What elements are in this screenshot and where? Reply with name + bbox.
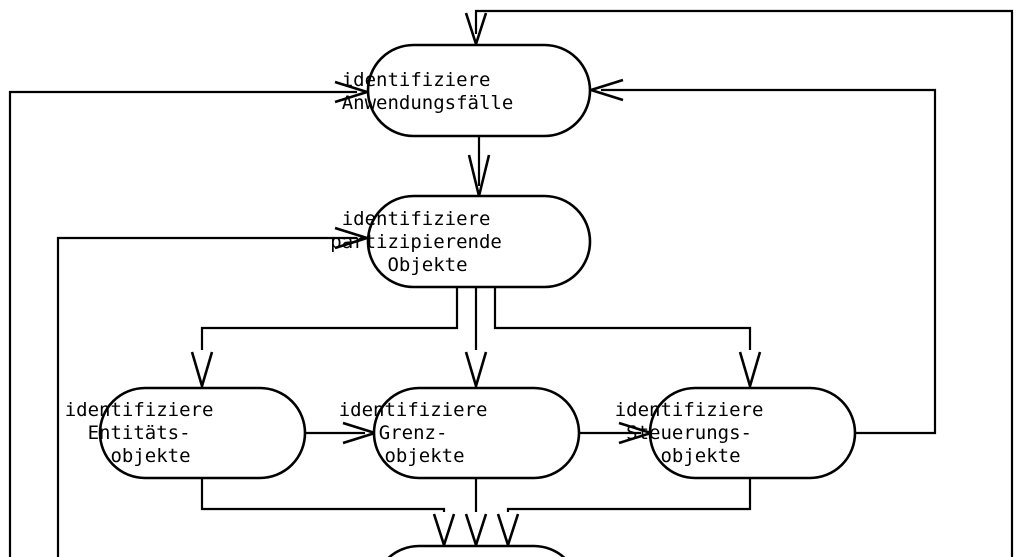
node-partizipierende-objekte-label: identifiziere partizipierende Objekte bbox=[330, 208, 627, 276]
arrowhead-into-bottom-left bbox=[432, 513, 456, 550]
arrowhead-into-bottom-right bbox=[496, 513, 520, 550]
node-anwendungsfaelle-line1: identifiziere bbox=[342, 69, 491, 91]
node-partizipierende-objekte[interactable]: identifiziere partizipierende Objekte bbox=[330, 194, 627, 289]
node-layer: identifiziere Anwendungsfälle identifizi… bbox=[65, 43, 890, 557]
node-steuerungsobjekte-line1: identifiziere bbox=[615, 399, 764, 421]
node-partizipierende-objekte-line2: partizipierende bbox=[330, 231, 502, 253]
node-grenzobjekte-line1: identifiziere bbox=[339, 399, 488, 421]
node-steuerungsobjekte-shape bbox=[648, 386, 857, 480]
edge-layer bbox=[8, 9, 1014, 557]
edge-partizipierende-fanout-right bbox=[493, 287, 752, 350]
node-grenzobjekte-line2: Grenz- bbox=[379, 422, 448, 444]
node-entitaetsobjekte-line3: objekte bbox=[110, 445, 190, 467]
arrowhead-into-entitaets-top bbox=[190, 351, 214, 391]
arrowhead-into-grenz-top bbox=[464, 351, 488, 391]
node-bottom-cropped[interactable] bbox=[374, 544, 579, 557]
edge-offscreen-right-spine bbox=[474, 9, 1014, 557]
arrowhead-into-steuerungs-top bbox=[738, 351, 762, 391]
node-anwendungsfaelle-line2: Anwendungsfälle bbox=[342, 92, 514, 114]
arrowhead-into-bottom-center bbox=[464, 513, 488, 550]
node-steuerungsobjekte-label: identifiziere Steuerungs- objekte bbox=[615, 399, 890, 467]
node-partizipierende-objekte-shape bbox=[366, 194, 592, 289]
node-anwendungsfaelle[interactable]: identifiziere Anwendungsfälle bbox=[342, 43, 617, 138]
edge-steuerungs-bottom-line bbox=[506, 478, 752, 512]
node-partizipierende-objekte-line3: Objekte bbox=[387, 254, 467, 276]
node-entitaetsobjekte-label: identifiziere Entitäts- objekte bbox=[65, 399, 340, 467]
edge-entitaets-bottom-line bbox=[200, 478, 446, 512]
node-entitaetsobjekte-shape bbox=[98, 386, 307, 480]
node-entitaetsobjekte-line2: Entitäts- bbox=[88, 422, 191, 444]
node-grenzobjekte-shape bbox=[372, 386, 581, 480]
node-grenzobjekte-line3: objekte bbox=[384, 445, 464, 467]
node-grenzobjekte[interactable]: identifiziere Grenz- objekte bbox=[339, 386, 614, 480]
edge-partizipierende-fanout-left bbox=[200, 287, 459, 350]
edge-left-inner-return-line bbox=[56, 236, 357, 557]
node-steuerungsobjekte[interactable]: identifiziere Steuerungs- objekte bbox=[615, 386, 890, 480]
edge-left-outer-return-line bbox=[8, 90, 357, 557]
node-steuerungsobjekte-line3: objekte bbox=[660, 445, 740, 467]
node-steuerungsobjekte-line2: Steuerungs- bbox=[626, 422, 752, 444]
node-grenzobjekte-label: identifiziere Grenz- objekte bbox=[339, 399, 614, 467]
edge-right-return-line bbox=[601, 88, 937, 435]
node-entitaetsobjekte[interactable]: identifiziere Entitäts- objekte bbox=[65, 386, 340, 480]
node-anwendungsfaelle-shape bbox=[366, 43, 592, 138]
node-partizipierende-objekte-line1: identifiziere bbox=[342, 208, 491, 230]
node-entitaetsobjekte-line1: identifiziere bbox=[65, 399, 214, 421]
node-bottom-cropped-shape bbox=[387, 544, 566, 557]
node-anwendungsfaelle-label: identifiziere Anwendungsfälle bbox=[342, 69, 617, 114]
